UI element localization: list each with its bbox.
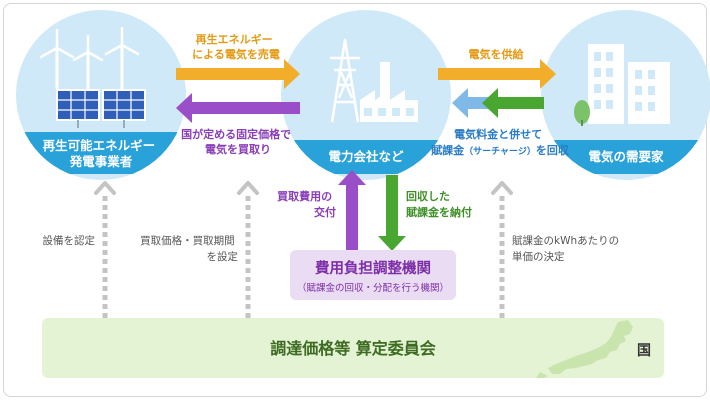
transmission-tower-icon [330, 38, 360, 123]
pay-label: 回収した 賦課金を納付 [405, 189, 472, 219]
collect-arrow [452, 88, 544, 118]
utility-label: 電力会社など [328, 149, 404, 164]
committee-label: 調達価格等 算定委員会 [270, 339, 436, 358]
utility-circle [281, 10, 451, 180]
set-price-arrow [237, 181, 259, 318]
collect-label: 電気料金と併せて 賦課金（サーチャージ）を回収 [430, 127, 570, 157]
certify-arrow [94, 181, 116, 318]
sell-power-arrow [176, 59, 300, 89]
grant-arrow [338, 170, 366, 250]
utility-node: 電力会社など [281, 10, 451, 180]
supply-label: 電気を供給 [469, 47, 525, 61]
consumer-node: 電気の需要家 [541, 10, 710, 180]
certify-label: 設備を認定 [43, 234, 96, 247]
buy-power-label: 国が定める固定価格で 電気を買取り [181, 127, 295, 156]
unit-price-label: 賦課金のkWhあたりの 単価の決定 [512, 234, 622, 263]
consumer-circle [541, 10, 710, 180]
supply-arrow [438, 59, 556, 89]
grant-label: 買取費用の 交付 [277, 189, 336, 219]
consumer-label: 電気の需要家 [588, 149, 664, 164]
unit-price-arrow [491, 181, 513, 318]
producer-label: 再生可能エネルギー 発電事業者 [43, 138, 160, 169]
japan-map-icon [536, 320, 633, 378]
pay-arrow [378, 175, 406, 251]
wind-turbine-icon [39, 26, 140, 90]
building-icon [574, 44, 670, 126]
sell-power-label: 再生エネルギー による電気を売電 [192, 32, 280, 61]
solar-panel-icon [56, 89, 146, 128]
committee-band: 調達価格等 算定委員会 国 [42, 318, 664, 378]
cost-agency-subtitle: （賦課金の回収・分配を行う機関） [297, 282, 449, 294]
cost-agency-box: 費用負担調整機関 （賦課金の回収・分配を行う機関） [290, 250, 456, 300]
government-label: 国 [637, 343, 651, 359]
power-plant-icon [360, 62, 418, 122]
producer-node: 再生可能エネルギー 発電事業者 [16, 10, 186, 180]
buy-power-arrow [176, 93, 300, 123]
set-price-label: 買取価格・買取期間 を設定 [140, 234, 238, 263]
cost-agency-title: 費用負担調整機関 [315, 259, 431, 277]
